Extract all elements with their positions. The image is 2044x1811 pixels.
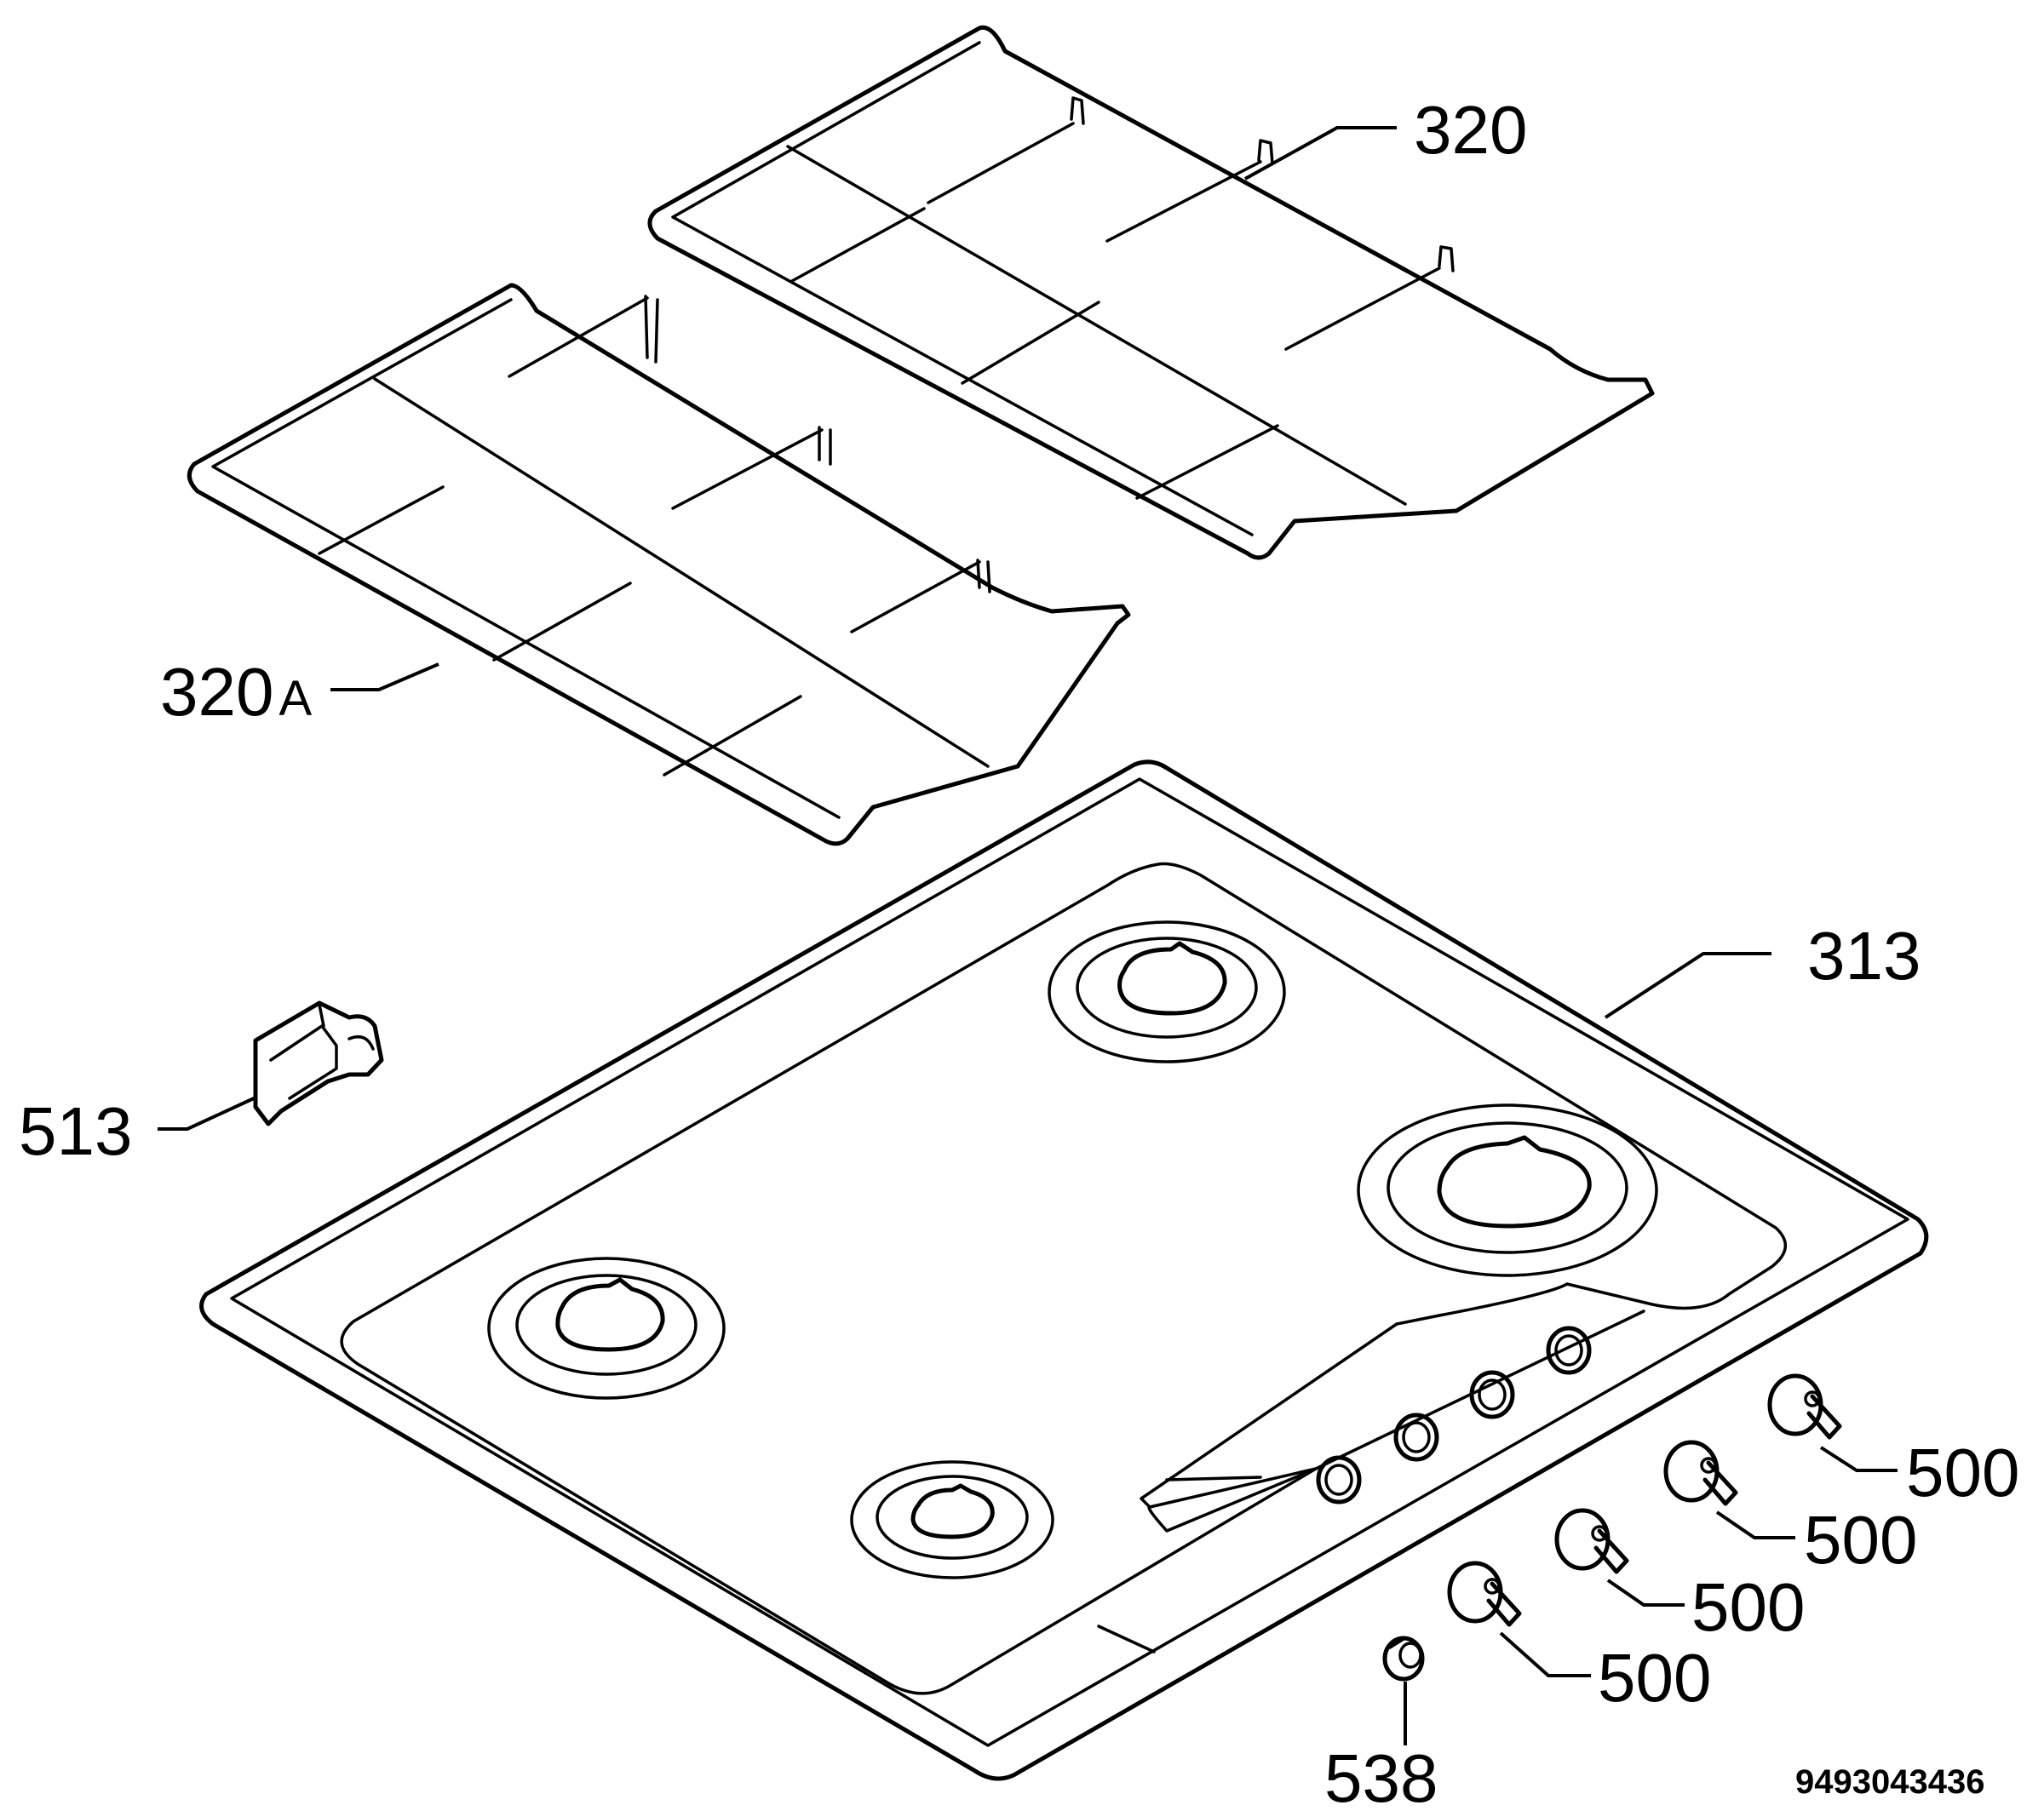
burner-rear-center xyxy=(1048,920,1286,1063)
label-500-knob-4: 500 xyxy=(1598,1640,1711,1716)
label-320: 320 xyxy=(1414,92,1527,168)
control-knob-1 xyxy=(1767,1373,1842,1440)
label-313: 313 xyxy=(1807,918,1921,994)
spacer-538 xyxy=(1382,1636,1425,1682)
pan-support-320 xyxy=(647,25,1655,560)
label-500-knob-2: 500 xyxy=(1804,1502,1917,1578)
control-knob-3 xyxy=(1554,1508,1629,1574)
burner-front-center xyxy=(850,1460,1054,1579)
pan-support-320a xyxy=(187,283,1131,846)
burner-rear-right xyxy=(1357,1103,1658,1277)
label-513: 513 xyxy=(19,1093,132,1169)
label-538: 538 xyxy=(1324,1740,1438,1811)
burner-front-left xyxy=(487,1257,726,1400)
hob-top-313 xyxy=(199,759,1929,1781)
bracket-513 xyxy=(253,1000,384,1126)
control-knob-4 xyxy=(1447,1561,1522,1627)
label-320a-suffix: A xyxy=(278,671,312,726)
label-500-knob-1: 500 xyxy=(1906,1435,2019,1510)
leader-lines xyxy=(158,126,1898,1745)
label-500-knob-3: 500 xyxy=(1691,1569,1805,1645)
control-holes xyxy=(1316,1326,1592,1504)
label-320a-number: 320 xyxy=(160,654,273,730)
control-knob-2 xyxy=(1663,1440,1738,1506)
drawing-code: 9493043436 xyxy=(1795,1763,1984,1801)
